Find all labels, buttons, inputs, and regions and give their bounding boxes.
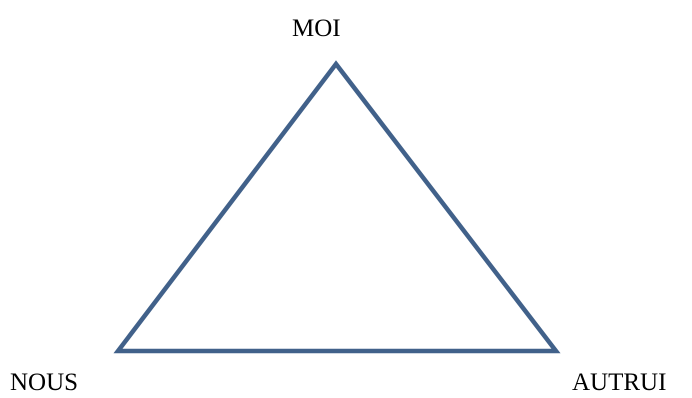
vertex-label-autrui: AUTRUI xyxy=(572,369,667,396)
vertex-label-nous: NOUS xyxy=(10,369,79,396)
triangle-shape xyxy=(113,60,561,354)
vertex-label-moi: MOI xyxy=(292,15,341,42)
